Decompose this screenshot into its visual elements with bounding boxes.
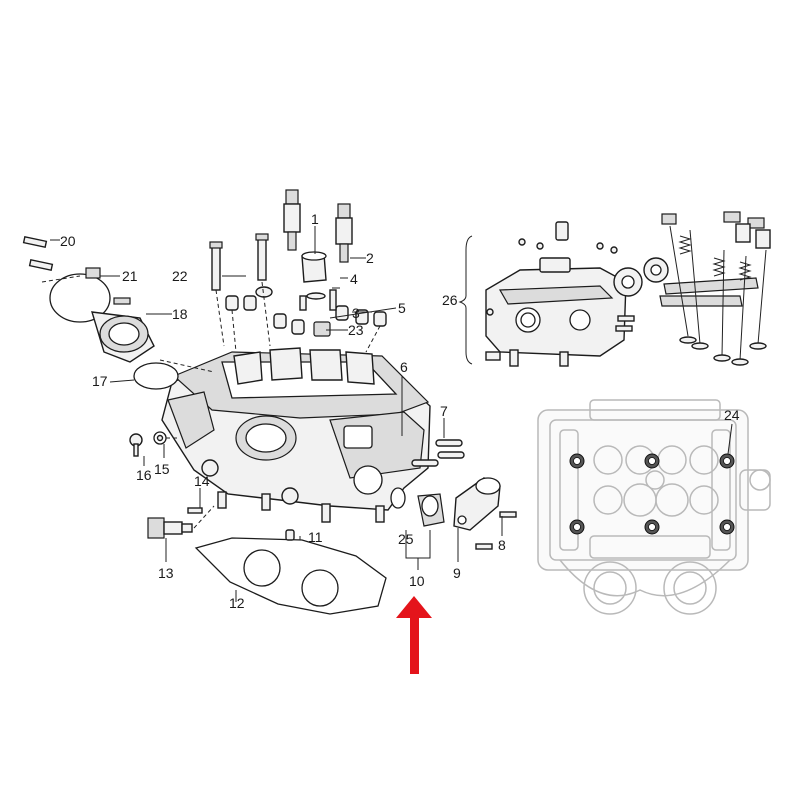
bolt-and-washer: [129, 431, 180, 457]
callout-24: 24: [724, 407, 740, 423]
callout-20: 20: [60, 233, 76, 249]
callout-25: 25: [398, 531, 414, 547]
head-bolts: [209, 233, 271, 347]
callout-8: 8: [498, 537, 506, 553]
drain-plug: [285, 529, 295, 541]
callout-1: 1: [311, 211, 319, 227]
valvetrain-assembly-inset: [458, 211, 771, 367]
callout-23: 23: [348, 322, 364, 338]
callout-11: 11: [308, 529, 323, 545]
leader-lines: [50, 226, 733, 602]
callout-16: 16: [136, 467, 152, 483]
clamp-screws: [22, 235, 54, 272]
callout-6: 6: [400, 359, 408, 375]
callout-7: 7: [440, 403, 448, 419]
callout-12: 12: [229, 595, 245, 611]
head-bolt-seal-rings: [569, 453, 735, 535]
callout-14: 14: [194, 473, 210, 489]
callout-9: 9: [453, 565, 461, 581]
cylinder-head-main: [161, 347, 431, 523]
callout-15: 15: [154, 461, 170, 477]
valve-stem-seals: [225, 289, 387, 353]
temperature-sensor: [147, 505, 215, 539]
plug-tube-seal: [255, 251, 327, 300]
callout-26: 26: [442, 292, 458, 308]
callout-2: 2: [366, 250, 374, 266]
callout-18: 18: [172, 306, 188, 322]
callout-22: 22: [172, 268, 188, 284]
spark-plugs: [283, 189, 353, 263]
highlight-arrow: [396, 596, 432, 674]
intake-boot: [41, 267, 215, 390]
cylinder-head-top-view: [537, 399, 771, 615]
cylinder-head-gasket: [194, 537, 387, 615]
thermostat-and-housing: [390, 439, 517, 550]
callout-5: 5: [398, 300, 406, 316]
callout-17: 17: [92, 373, 108, 389]
callout-labels: 1 2 3 4 5 6 7 8 9 10 11 12 13 14 15 16 1…: [60, 211, 740, 611]
callout-21: 21: [122, 268, 138, 284]
callout-13: 13: [158, 565, 174, 581]
callout-10: 10: [409, 573, 425, 589]
callout-3: 3: [352, 305, 360, 321]
callout-4: 4: [350, 271, 358, 287]
